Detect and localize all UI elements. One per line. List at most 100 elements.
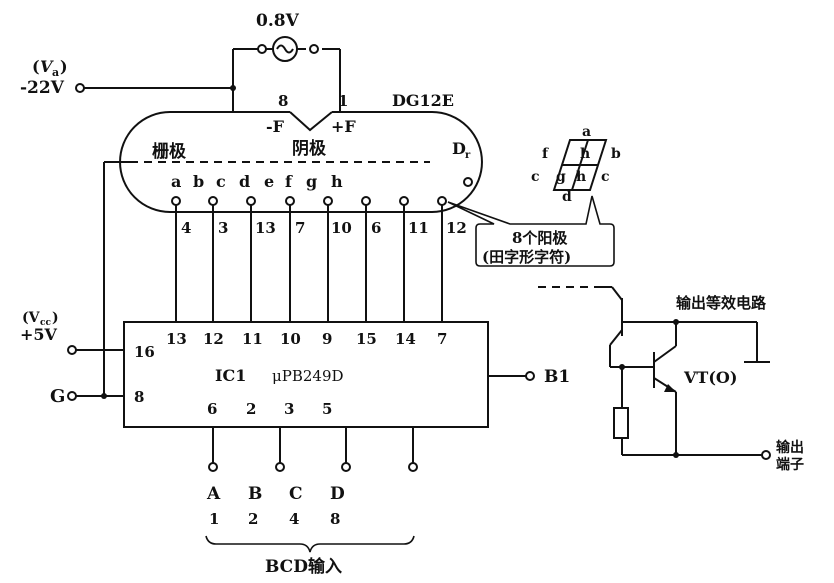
- svg-text:6: 6: [207, 400, 217, 418]
- vfd-tube: DG12E 栅极 D r a b c d e f g h 4 3 13 7 10…: [119, 91, 483, 237]
- tube-envelope: [119, 111, 483, 213]
- svg-text:): ): [60, 57, 68, 76]
- svg-text:c: c: [216, 172, 226, 191]
- ground-wiring: G: [50, 161, 130, 407]
- bcd-inputs: A B C D 1 2 4 8 BCD输入: [205, 427, 418, 577]
- output-terminal-line2: 端子: [776, 456, 804, 473]
- svg-text:cc: cc: [40, 318, 51, 328]
- svg-text:h: h: [576, 169, 586, 185]
- svg-text:16: 16: [134, 343, 155, 361]
- svg-text:2: 2: [246, 400, 256, 418]
- svg-text:b: b: [193, 172, 204, 191]
- svg-text:d: d: [562, 189, 572, 205]
- heater-terminal-left: [257, 44, 267, 54]
- bcd-brace: [205, 535, 415, 553]
- svg-text:12: 12: [446, 219, 467, 237]
- bcd-label: BCD输入: [265, 556, 342, 577]
- svg-text:c: c: [531, 169, 540, 185]
- svg-text:13: 13: [166, 330, 187, 348]
- svg-text:1: 1: [209, 510, 219, 528]
- svg-text:15: 15: [356, 330, 377, 348]
- output-circuit-title: 输出等效电路: [676, 294, 767, 312]
- ic1-part: μPB249D: [272, 367, 344, 385]
- output-equivalent-circuit: 输出等效电路 VT(O) 输出 端子: [538, 286, 804, 473]
- svg-text:a: a: [582, 124, 591, 140]
- svg-text:(: (: [32, 57, 40, 76]
- ic1-driver: 13 12 11 10 9 15 14 7 16 8 IC1 μPB249D 6…: [123, 321, 570, 428]
- output-terminal: [761, 450, 771, 460]
- heater-voltage-label: 0.8V: [256, 11, 300, 31]
- svg-text:5: 5: [322, 400, 332, 418]
- svg-text:h: h: [580, 146, 590, 162]
- svg-text:8: 8: [134, 388, 144, 406]
- svg-text:D: D: [330, 484, 345, 504]
- svg-text:14: 14: [395, 330, 416, 348]
- filament-minus-label: -F: [266, 117, 285, 136]
- svg-text:4: 4: [181, 219, 191, 237]
- svg-text:h: h: [331, 172, 343, 191]
- dp-label: D: [452, 139, 466, 158]
- svg-text:C: C: [289, 484, 303, 504]
- heater-pin-left: 8: [278, 92, 288, 110]
- svg-text:4: 4: [289, 510, 299, 528]
- heater-pin-right: 1: [338, 92, 348, 110]
- svg-text:12: 12: [203, 330, 224, 348]
- svg-text:f: f: [285, 172, 293, 191]
- filament-v: [289, 111, 333, 132]
- svg-text:c: c: [601, 169, 610, 185]
- svg-text:(V: (V: [22, 310, 41, 326]
- dp-indicator: [463, 177, 473, 187]
- vcc-supply: (V cc ) +5V: [20, 310, 124, 355]
- svg-text:g: g: [556, 169, 566, 185]
- svg-text:r: r: [465, 150, 471, 161]
- va-supply: ( V a ) -22V: [20, 57, 236, 98]
- svg-text:b: b: [611, 146, 621, 162]
- filament-plus-label: +F: [331, 117, 356, 136]
- output-resistor: [613, 407, 629, 439]
- callout-line1: 8个阳极: [512, 229, 568, 247]
- svg-text:9: 9: [322, 330, 332, 348]
- va-value: -22V: [20, 78, 65, 98]
- heater-circuit: 0.8V 8 1 -F +F 阴极: [232, 11, 356, 159]
- svg-text:): ): [52, 310, 59, 326]
- vcc-terminal: [67, 345, 77, 355]
- svg-text:7: 7: [295, 219, 305, 237]
- grid-label: 栅极: [152, 141, 186, 162]
- segment-layout-diagram: a b c d f c g h h 8个阳极 (田字形字符): [447, 124, 621, 267]
- svg-text:f: f: [542, 146, 549, 162]
- svg-text:3: 3: [284, 400, 294, 418]
- svg-text:B: B: [248, 484, 262, 504]
- vcc-value: +5V: [20, 325, 58, 344]
- svg-text:g: g: [306, 172, 317, 191]
- heater-terminal-right: [309, 44, 319, 54]
- callout-bubble: [447, 195, 615, 267]
- svg-text:7: 7: [437, 330, 447, 348]
- svg-text:A: A: [206, 484, 221, 504]
- svg-text:a: a: [52, 66, 59, 79]
- ic1-body: [123, 321, 489, 428]
- svg-text:3: 3: [218, 219, 228, 237]
- ic1-name: IC1: [215, 366, 246, 385]
- svg-text:2: 2: [248, 510, 258, 528]
- b1-terminal: [525, 371, 535, 381]
- svg-text:11: 11: [408, 219, 429, 237]
- svg-text:13: 13: [255, 219, 276, 237]
- svg-text:10: 10: [331, 219, 352, 237]
- transistor-label: VT(O): [683, 368, 737, 387]
- svg-text:11: 11: [242, 330, 263, 348]
- svg-text:10: 10: [280, 330, 301, 348]
- callout-line2: (田字形字符): [482, 248, 571, 266]
- cathode-label: 阴极: [292, 139, 326, 159]
- svg-text:8: 8: [330, 510, 340, 528]
- tube-model: DG12E: [392, 91, 454, 110]
- output-terminal-line1: 输出: [776, 439, 804, 456]
- svg-text:V: V: [40, 57, 54, 76]
- svg-text:e: e: [264, 172, 274, 191]
- b1-label: B1: [544, 367, 570, 387]
- ground-terminal: [67, 391, 77, 401]
- va-terminal: [75, 83, 85, 93]
- svg-text:6: 6: [371, 219, 381, 237]
- ground-label: G: [50, 386, 65, 407]
- anode-wires: [175, 205, 443, 322]
